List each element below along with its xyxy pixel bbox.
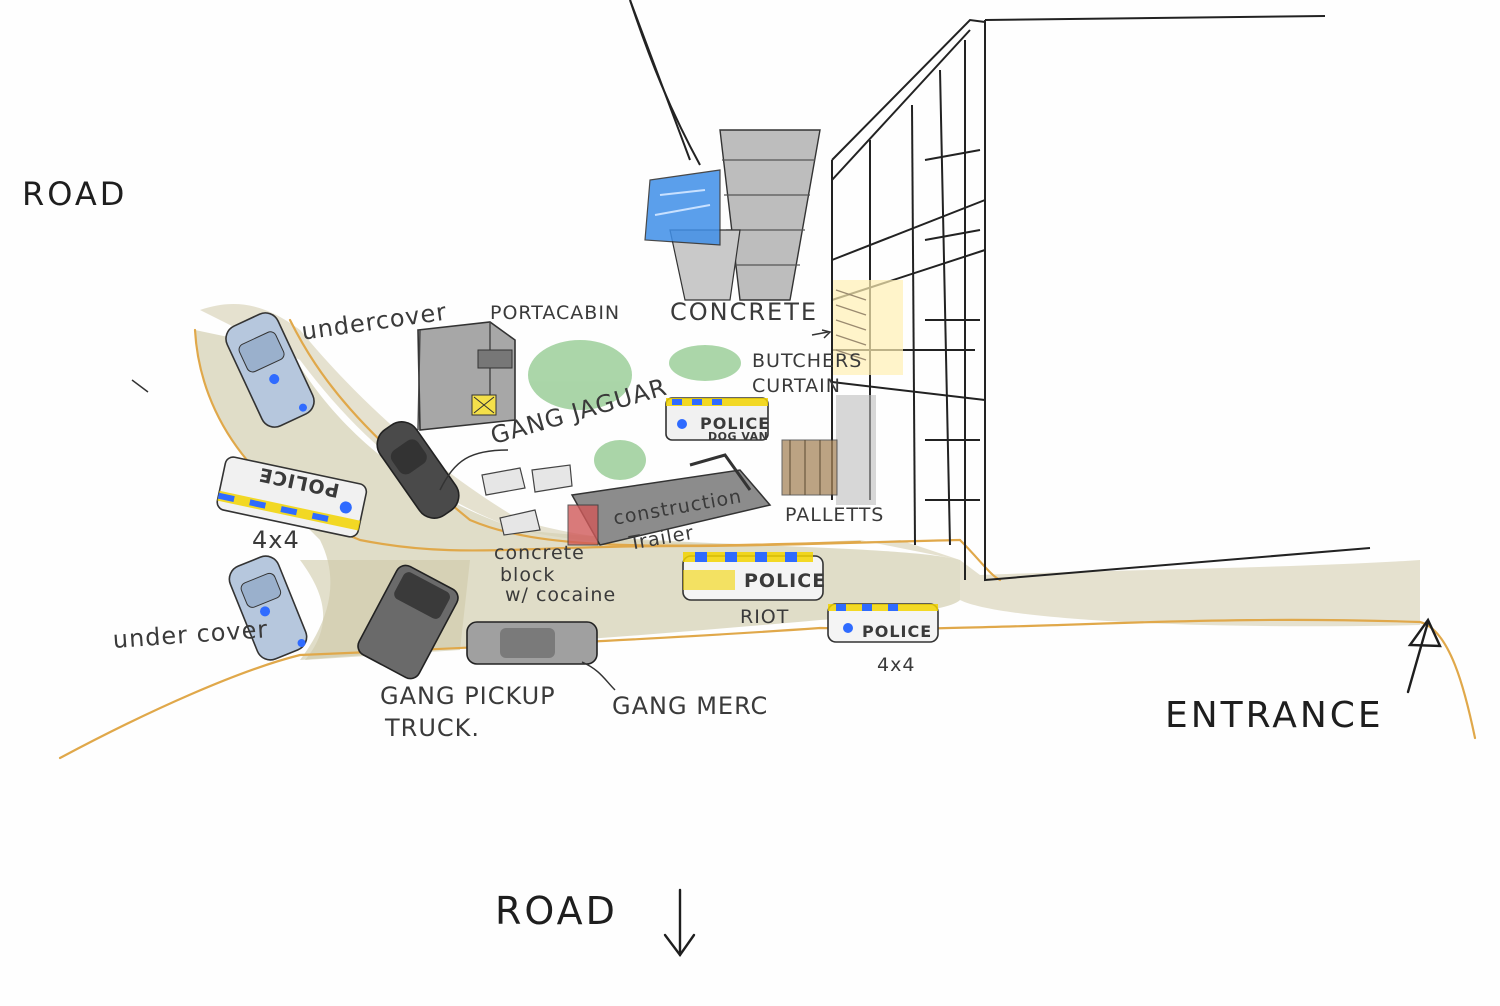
label-road-top: ROAD [22,175,128,213]
leader-lines [131,329,832,691]
arrow-up-icon [1406,617,1442,694]
car-undercover-bottom [228,555,308,661]
label-portacabin: PORTACABIN [490,302,621,324]
car-gang-pickup [357,564,459,680]
building [831,15,1371,582]
label-gang-pickup-truck: TRUCK. [385,714,481,742]
car-undercover-top [225,312,315,428]
perspective-lines [629,0,701,166]
label-road-bottom: ROAD [495,889,618,933]
car-gang-jaguar [376,421,460,519]
label-concrete: CONCRETE [670,298,819,326]
police-dog-van-subtext: DOG VAN [708,430,769,443]
label-riot: RIOT [740,606,790,628]
construction-trailer [567,453,772,546]
police-riot-van [682,552,824,601]
police-dog-van [665,397,769,441]
label-gang-pickup: GANG PICKUP [380,682,556,710]
label-curtain: CURTAIN [752,375,841,397]
label-4x4-right: 4x4 [877,654,916,676]
label-concrete-block-1: concrete [494,542,585,564]
label-gang-merc: GANG MERC [612,692,769,720]
label-4x4-left: 4x4 [252,526,300,554]
label-entrance: ENTRANCE [1165,695,1384,736]
curtain-light [833,280,903,375]
crates [481,464,573,536]
police-dog-van-text: POLICE [700,414,771,433]
building-shadow [836,395,876,505]
label-concrete-block-3: w/ cocaine [505,584,617,606]
car-gang-merc [466,621,598,665]
police-4x4-right-text: POLICE [862,622,933,641]
arrow-down-icon [663,888,696,958]
label-concrete-block-2: block [500,564,556,586]
pallets [781,439,838,496]
bushes [528,340,741,480]
label-pallets: PALLETTS [785,504,885,526]
butchers-curtain-hatch [835,289,867,361]
police-4x4-right [827,603,939,643]
label-butchers: BUTCHERS [752,350,863,372]
police-4x4-left [216,456,368,538]
police-riot-text: POLICE [744,570,827,592]
portacabin [417,321,516,431]
concrete-stack [644,129,821,301]
